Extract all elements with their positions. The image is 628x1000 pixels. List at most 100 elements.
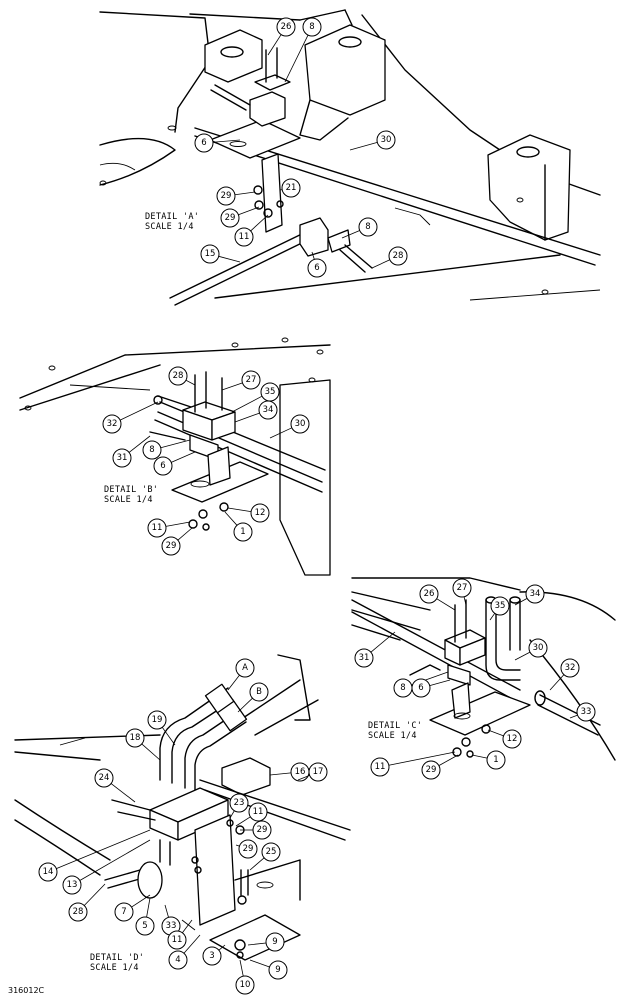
callout-circle — [528, 638, 548, 658]
leader-line — [341, 230, 360, 239]
leader-line — [297, 774, 310, 781]
detail-d-scale: SCALE 1/4 — [90, 963, 139, 973]
leader-line — [79, 839, 151, 881]
leader-line — [311, 251, 315, 260]
leader-line — [128, 435, 151, 453]
leader-line — [549, 674, 565, 691]
callout-circle — [258, 400, 278, 420]
callout-label: 32 — [565, 663, 576, 673]
callout-circle — [168, 366, 188, 386]
callout-circle — [235, 975, 255, 995]
callout-label: 8 — [400, 683, 405, 693]
callout-label: 8 — [149, 445, 154, 455]
leader-line — [249, 857, 265, 871]
callout-label: A — [242, 663, 248, 673]
detail-a-callout-28: 28 — [371, 246, 408, 269]
callout-circle — [94, 768, 114, 788]
callout-label: 9 — [275, 965, 280, 975]
detail-b-callout-34: 34 — [234, 400, 278, 423]
detail-d-callout-13: 13 — [62, 839, 151, 895]
callout-label: 6 — [160, 461, 165, 471]
leader-line — [371, 259, 390, 269]
callout-label: 11 — [172, 935, 183, 945]
detail-c-callout-27: 27 — [452, 578, 472, 606]
callout-label: 14 — [43, 867, 54, 877]
leader-line — [349, 142, 378, 151]
callout-label: 18 — [130, 733, 141, 743]
detail-d-callout-33: 33 — [161, 904, 181, 936]
callout-label: 29 — [426, 765, 437, 775]
callout-circle — [265, 932, 285, 952]
callout-circle — [153, 456, 173, 476]
detail-b-callout-27: 27 — [221, 370, 261, 391]
callout-circle — [238, 839, 258, 859]
callout-label: 31 — [359, 653, 370, 663]
callout-circle — [354, 648, 374, 668]
detail-d-callout-24: 24 — [94, 768, 136, 803]
callout-circle — [268, 960, 288, 980]
detail-b-callout-29: 29 — [161, 527, 193, 556]
callout-circle — [276, 17, 296, 37]
detail-b-callout-8: 8 — [142, 439, 191, 460]
detail-d-callout-9: 9 — [249, 959, 288, 980]
detail-b-callout-32: 32 — [102, 401, 159, 434]
leader-line — [238, 206, 260, 216]
detail-b-callout-35: 35 — [231, 382, 280, 413]
detail-c-callout-34: 34 — [514, 584, 545, 606]
leader-line — [235, 816, 251, 827]
detail-a-callout-15: 15 — [200, 244, 241, 264]
callout-circle — [370, 757, 390, 777]
callout-label: 29 — [225, 213, 236, 223]
callout-circle — [248, 802, 268, 822]
leader-line — [247, 942, 267, 946]
callout-label: 3 — [209, 951, 214, 961]
detail-b-scale: SCALE 1/4 — [104, 495, 153, 505]
leader-line — [234, 191, 256, 196]
callout-circle — [281, 178, 301, 198]
leader-line — [177, 527, 193, 541]
callout-circle — [216, 186, 236, 206]
callout-label: 12 — [507, 734, 518, 744]
detail-a-callout-30: 30 — [349, 130, 396, 151]
callout-circle — [229, 793, 249, 813]
callout-label: 8 — [365, 222, 370, 232]
callout-label: 21 — [286, 183, 297, 193]
callout-circle — [135, 916, 155, 936]
callout-label: 29 — [221, 191, 232, 201]
leader-line — [164, 904, 169, 918]
leader-line — [229, 810, 235, 819]
callout-circle — [358, 217, 378, 237]
callout-label: 11 — [152, 523, 163, 533]
callout-circle — [388, 246, 408, 266]
leader-line — [249, 959, 270, 968]
detail-d-callout-5: 5 — [135, 897, 155, 936]
callout-circle — [142, 440, 162, 460]
callout-circle — [576, 702, 596, 722]
leader-line — [269, 772, 292, 776]
leader-line — [224, 511, 238, 526]
callout-label: 24 — [99, 773, 110, 783]
leader-line — [141, 743, 161, 761]
callout-label: 29 — [166, 541, 177, 551]
callout-label: 35 — [495, 601, 506, 611]
leader-line — [487, 729, 504, 737]
detail-a-drawing — [99, 9, 601, 306]
callout-circle — [112, 448, 132, 468]
detail-b-callout-12: 12 — [227, 503, 270, 523]
detail-c-callout-26: 26 — [419, 584, 456, 611]
detail-c-callout-1: 1 — [471, 750, 506, 770]
leader-line — [234, 412, 260, 423]
leader-line — [231, 395, 263, 413]
detail-d-callout-B: B — [237, 682, 269, 713]
detail-a-callout-6: 6 — [194, 133, 241, 153]
leader-line — [267, 34, 282, 56]
detail-b-callout-30: 30 — [269, 414, 310, 439]
detail-d-callout-29: 29 — [235, 839, 258, 859]
callout-circle — [147, 710, 167, 730]
callout-label: 23 — [234, 798, 245, 808]
callout-label: 30 — [295, 419, 306, 429]
leader-line — [146, 897, 151, 918]
callout-circle — [502, 729, 522, 749]
callout-label: 6 — [418, 683, 423, 693]
